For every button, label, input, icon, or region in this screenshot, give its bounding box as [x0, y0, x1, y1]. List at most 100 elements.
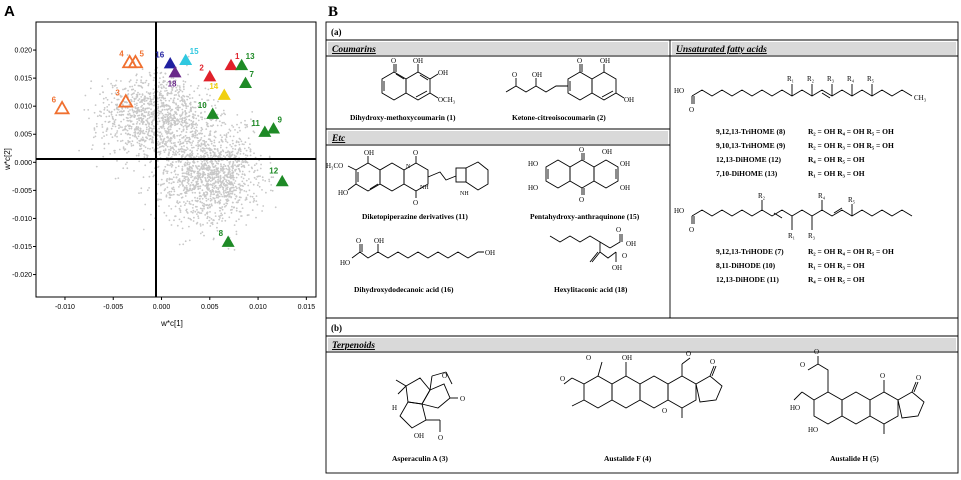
label-coumarin-1: Dihydroxy-methoxycoumarin (1) [350, 113, 456, 122]
svg-text:O: O [442, 372, 447, 380]
label-etc-15: Pentahydroxy-anthraquinone (15) [530, 212, 640, 221]
compound-marker-15 [179, 53, 193, 66]
compound-marker-1 [224, 58, 238, 71]
svg-text:OH: OH [414, 432, 424, 440]
svg-text:OH: OH [624, 96, 634, 104]
fatty2-name-1: 8,11-DiHODE (10) [716, 261, 776, 270]
svg-text:OH: OH [413, 57, 423, 65]
structure-hexylitaconic-acid: OH O OH O [549, 226, 636, 272]
svg-text:O: O [689, 226, 694, 234]
svg-text:R₅: R₅ [867, 75, 875, 83]
fatty2-subs-0: R₂ = OH R₄ = OH R₅ = OH [808, 247, 894, 256]
x-tick-label: 0.010 [249, 304, 267, 311]
x-tick-label: 0.005 [201, 304, 219, 311]
svg-text:O: O [560, 375, 565, 383]
fatty-group-2: 9,12,13-TriHODE (7) R₂ = OH R₄ = OH R₅ =… [716, 247, 894, 284]
terpenoids-header: Terpenoids [332, 341, 375, 351]
svg-text:OH: OH [612, 264, 622, 272]
compound-label-5: 5 [139, 49, 144, 58]
fatty1-name-3: 7,10-DiHOME (13) [716, 169, 778, 178]
x-tick-label: 0.000 [153, 304, 171, 311]
fatty1-name-2: 12,13-DiHOME (12) [716, 155, 781, 164]
compound-label-11: 11 [251, 119, 260, 128]
structure-austalide-h: O O HO HO O O [790, 348, 925, 434]
svg-text:H₃CO: H₃CO [326, 162, 343, 170]
svg-text:O: O [460, 395, 465, 403]
x-tick-label: 0.015 [298, 304, 316, 311]
svg-text:NH: NH [420, 185, 429, 191]
svg-text:O: O [800, 361, 805, 369]
compound-label-6: 6 [52, 95, 57, 104]
fatty2-subs-1: R₁ = OH R₃ = OH [808, 261, 865, 270]
label-terpene-5: Austalide H (5) [830, 454, 879, 463]
svg-text:HO: HO [674, 207, 684, 215]
fatty1-subs-2: R₄ = OH R₅ = OH [808, 155, 865, 164]
svg-text:O: O [689, 106, 694, 114]
compound-label-3: 3 [115, 89, 120, 98]
svg-text:H: H [392, 404, 397, 412]
fatty-header: Unsaturated fatty acids [676, 45, 767, 55]
svg-text:OH: OH [438, 69, 448, 77]
compound-marker-5 [127, 54, 144, 69]
compound-label-14: 14 [209, 82, 218, 91]
structures-figure: B (a) Coumarins O OH OH OCH₃ Dihydroxy-m… [325, 4, 959, 474]
y-tick-label: 0.005 [14, 132, 32, 139]
svg-text:HO: HO [790, 404, 800, 412]
svg-text:R₃: R₃ [827, 75, 835, 83]
compound-marker-14 [217, 88, 231, 100]
y-tick-label: -0.010 [12, 216, 32, 223]
y-tick-label: 0.000 [14, 160, 32, 167]
svg-text:O: O [622, 252, 627, 260]
svg-text:O: O [662, 407, 667, 415]
label-etc-11: Diketopiperazine derivatives (11) [362, 212, 468, 221]
fatty2-name-0: 9,12,13-TriHODE (7) [716, 247, 784, 256]
label-coumarin-2: Ketone-citreoisocoumarin (2) [512, 113, 606, 122]
compound-marker-3 [117, 93, 134, 108]
svg-text:OCH₃: OCH₃ [438, 96, 456, 104]
compound-label-7: 7 [250, 70, 255, 79]
y-tick-label: -0.020 [12, 272, 32, 279]
compound-marker-2 [203, 69, 217, 82]
section-a-label: (a) [331, 27, 342, 37]
svg-text:O: O [710, 358, 715, 366]
svg-text:O: O [880, 372, 885, 380]
svg-text:HO: HO [528, 184, 538, 192]
etc-header-bg [328, 131, 668, 144]
panel-a-letter: A [4, 3, 15, 20]
svg-text:OH: OH [602, 148, 612, 156]
fatty-group-1: 9,12,13-TriHOME (8) R₂ = OH R₄ = OH R₅ =… [716, 127, 894, 178]
svg-text:R₄: R₄ [818, 192, 826, 200]
svg-text:OH: OH [600, 57, 610, 65]
svg-text:OH: OH [622, 354, 632, 362]
compound-label-12: 12 [269, 166, 278, 175]
svg-text:O: O [814, 348, 819, 356]
svg-text:R₁: R₁ [788, 232, 795, 240]
svg-text:R₅: R₅ [848, 196, 856, 204]
svg-text:OH: OH [620, 160, 630, 168]
compound-label-4: 4 [119, 49, 124, 58]
svg-text:O: O [356, 237, 361, 245]
fatty1-name-0: 9,12,13-TriHOME (8) [716, 127, 786, 136]
compound-label-8: 8 [219, 229, 224, 238]
svg-text:OH: OH [485, 249, 495, 257]
svg-text:O: O [579, 196, 584, 204]
label-etc-18: Hexylitaconic acid (18) [554, 285, 628, 294]
svg-text:HO: HO [528, 160, 538, 168]
svg-text:O: O [616, 226, 621, 234]
svg-text:R₄: R₄ [847, 75, 855, 83]
svg-text:O: O [413, 199, 418, 207]
label-etc-16: Dihydroxydodecanoic acid (16) [354, 285, 454, 294]
fatty1-subs-1: R₂ = OH R₃ = OH R₅ = OH [808, 141, 894, 150]
compound-marker-9 [267, 122, 281, 134]
fatty1-subs-3: R₁ = OH R₃ = OH [808, 169, 865, 178]
section-b-label: (b) [331, 323, 342, 333]
compound-label-9: 9 [278, 116, 283, 125]
coumarins-header: Coumarins [332, 45, 376, 55]
compound-marker-12 [275, 174, 289, 187]
compound-label-16: 16 [155, 51, 164, 60]
compound-label-10: 10 [198, 101, 207, 110]
y-tick-label: 0.020 [14, 48, 32, 55]
structure-austalide-f: OH O O O O O [560, 350, 723, 418]
